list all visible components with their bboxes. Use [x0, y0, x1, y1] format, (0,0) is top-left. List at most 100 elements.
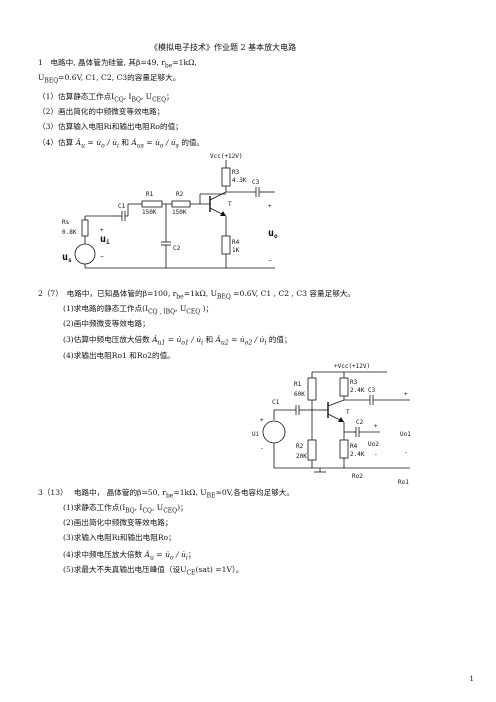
q2-line1: 2（7） 电路中，已知晶体管的β=100, rbe=1kΩ, UBEQ =0.6… [38, 289, 355, 301]
q1-item-2: （2）画出简化的中频微变等效电路； [38, 107, 165, 116]
q1-r1-resistor [141, 200, 163, 208]
q2-source-circle [262, 420, 286, 444]
q1-item-4-and: 和 [121, 138, 129, 147]
q1-source-circle [74, 243, 96, 265]
q1-ui-minus: − [100, 253, 104, 260]
q3-item-1-sub-3: CEQ [163, 507, 178, 515]
q1-line2: UBEQ=0.6V, C1, C2, C3的容量足够大。 [38, 73, 181, 85]
q2-formula-au2: Ȧu2 = u̇o2 / u̇i [215, 335, 267, 347]
q2-r1-value: 60K [294, 391, 305, 398]
q2-uo2-label: Uo2 [368, 441, 379, 448]
q1-line2-sub: BEQ [44, 77, 59, 85]
q3-item-1: (1)求静态工作点(IBQ, ICQ, UCEQ)； [63, 503, 188, 515]
q3-line1-tail-2: ≈0V,各电容均足够大。 [215, 488, 294, 497]
q3-line1-sub: be [165, 492, 174, 500]
q3-item-5-sub: CE [186, 569, 196, 577]
q1-item-1-part-3: ； [165, 92, 174, 101]
q3-item-4: (4)求中频电压放大倍数 Ȧu = u̇o / u̇i； [63, 550, 196, 562]
q1-r2-resistor [171, 200, 191, 208]
q1-c3-label: C3 [252, 179, 260, 186]
q3-item-1-sub-1: BQ [125, 507, 135, 515]
q1-uo-label: uo [268, 228, 278, 240]
q1-line1: 1 电路中, 晶体管为硅管, 其β=49, rbe=1kΩ, [38, 58, 197, 70]
q1-c2-label: C2 [173, 245, 181, 252]
q2-r2-label: R2 [296, 443, 304, 450]
q2-line1-text: 2（7） 电路中，已知晶体管的β=100, r [38, 289, 177, 298]
q1-vcc-label: Vcc(+12V) [210, 153, 243, 160]
q1-circuit-diagram: Vcc(+12V) R3 4.3K C3 T R1 150K R2 150K C… [62, 153, 278, 269]
q2-c3-label: C3 [368, 387, 376, 394]
q2-item-3-text: (3)估算中频电压放大倍数 [63, 335, 150, 344]
q1-rs-resistor [81, 219, 89, 237]
q1-item-1-text: （1）估算静态工作点I [38, 92, 115, 101]
q1-r4-resistor [221, 235, 231, 255]
q1-item-1-sub-2: BQ [131, 96, 141, 104]
q2-r1-resistor [307, 377, 317, 401]
q3-item-1-part-2: , U [151, 503, 164, 512]
q2-line1-sub-2: BEQ [217, 293, 231, 301]
q2-ro2-label: Ro2 [352, 473, 363, 480]
q1-item-1-sub-1: CQ [114, 96, 124, 104]
q1-r1-label: R1 [146, 191, 154, 198]
q2-uo2-plus: + [374, 423, 378, 430]
q2-r3-value: 2.4K [350, 387, 365, 394]
q2-c1-label: C1 [272, 399, 280, 406]
q1-rs-label: Rs [62, 219, 70, 226]
q2-circuit-diagram: +Vcc(+12V) R1 60K R3 2.4K T C3 + Uo1 - C… [252, 363, 411, 486]
q1-r3-resistor [221, 167, 231, 187]
q2-r4-resistor [339, 439, 349, 459]
q2-item-1-text: (1)求电路的静态工作点(I [63, 304, 149, 313]
q2-uo1-plus: + [404, 391, 408, 398]
q1-r3-value: 4.3K [232, 177, 247, 184]
q3-line1-tail: =1kΩ, U [173, 488, 207, 497]
q1-c1-label: C1 [118, 203, 126, 210]
q1-r4-value: 1K [232, 247, 240, 254]
q3-item-4-text: (4)求中频电压放大倍数 [63, 550, 143, 559]
q1-item-4: （4）估算 Ȧu = u̇o / u̇i 和 Ȧus = u̇o / u̇s 的… [38, 138, 205, 150]
q2-t-label: T [346, 409, 350, 416]
q3-line1-sub-2: BE [206, 492, 216, 500]
q1-item-4-text: （4）估算 [38, 138, 74, 147]
q1-line1-tail: =1kΩ, [172, 58, 197, 67]
q3-item-1-text: (1)求静态工作点(I [63, 503, 126, 512]
q1-item-4-tail: 的值。 [181, 138, 205, 147]
q2-uo1-minus: - [404, 449, 408, 456]
q1-line1-text: 1 电路中, 晶体管为硅管, 其β=49, r [38, 58, 165, 67]
q2-uo1-label: Uo1 [400, 431, 411, 438]
q2-r4-value: 2.4K [350, 451, 365, 458]
q3-item-5-text: (5)求最大不失真输出电压峰值（设U [63, 565, 187, 574]
q1-line2-text: U [38, 73, 45, 82]
q2-c2-label: C2 [356, 419, 364, 426]
page-title: 《模拟电子技术》作业题 2 基本放大电路 [150, 43, 297, 52]
q2-item-1-sub-2: BQ [165, 308, 175, 316]
q1-item-1-part-1: , I [123, 92, 132, 101]
q1-item-1: （1）估算静态工作点ICQ, IBQ, UCEQ； [38, 92, 174, 104]
q1-ui-label: ui [100, 234, 110, 246]
q1-uo-minus: − [268, 257, 272, 264]
q1-formula-aus: Ȧus = u̇o / u̇s [131, 138, 179, 150]
q2-r4-label: R4 [350, 443, 358, 450]
q1-item-1-sub-3: CEQ [152, 96, 166, 104]
q3-line1: 3（13） 电路中， 晶体管的β=50, rbe=1kΩ, UBE≈0V,各电容… [38, 488, 294, 500]
q3-formula-au: Ȧu = u̇o / u̇i [144, 550, 188, 562]
q2-ui-label: Ui [252, 431, 260, 438]
q2-r3-label: R3 [350, 379, 358, 386]
q1-r4-label: R4 [232, 239, 240, 246]
page-number: 1 [469, 675, 474, 684]
q3-item-2: (2)画出简化中频微变等效电路； [63, 518, 173, 527]
q1-r1-value: 150K [142, 209, 157, 216]
q2-item-1: (1)求电路的静态工作点(ICQ , IBQ, UCEQ )； [63, 304, 213, 316]
q3-item-4-tail: ； [187, 550, 196, 559]
q1-us-label: us [62, 252, 72, 264]
q2-uo2-minus: - [374, 451, 378, 458]
q2-ui-plus: + [260, 417, 264, 424]
q3-item-5: (5)求最大不失真输出电压峰值（设UCE(sat) =1V）。 [63, 565, 244, 577]
q3-item-1-part-3: )； [177, 503, 188, 512]
q1-ui-plus: + [100, 227, 104, 234]
q1-formula-au: Ȧu = u̇o / u̇i [75, 138, 119, 150]
q2-item-2: (2)画中频微变等效电路； [63, 319, 150, 328]
q3-item-1-part-1: , I [134, 503, 143, 512]
q3-item-5-tail: (sat) =1V）。 [195, 565, 244, 574]
q1-line2-tail: =0.6V, C1, C2, C3的容量足够大。 [58, 73, 181, 82]
q1-transistor-label: T [228, 201, 232, 208]
